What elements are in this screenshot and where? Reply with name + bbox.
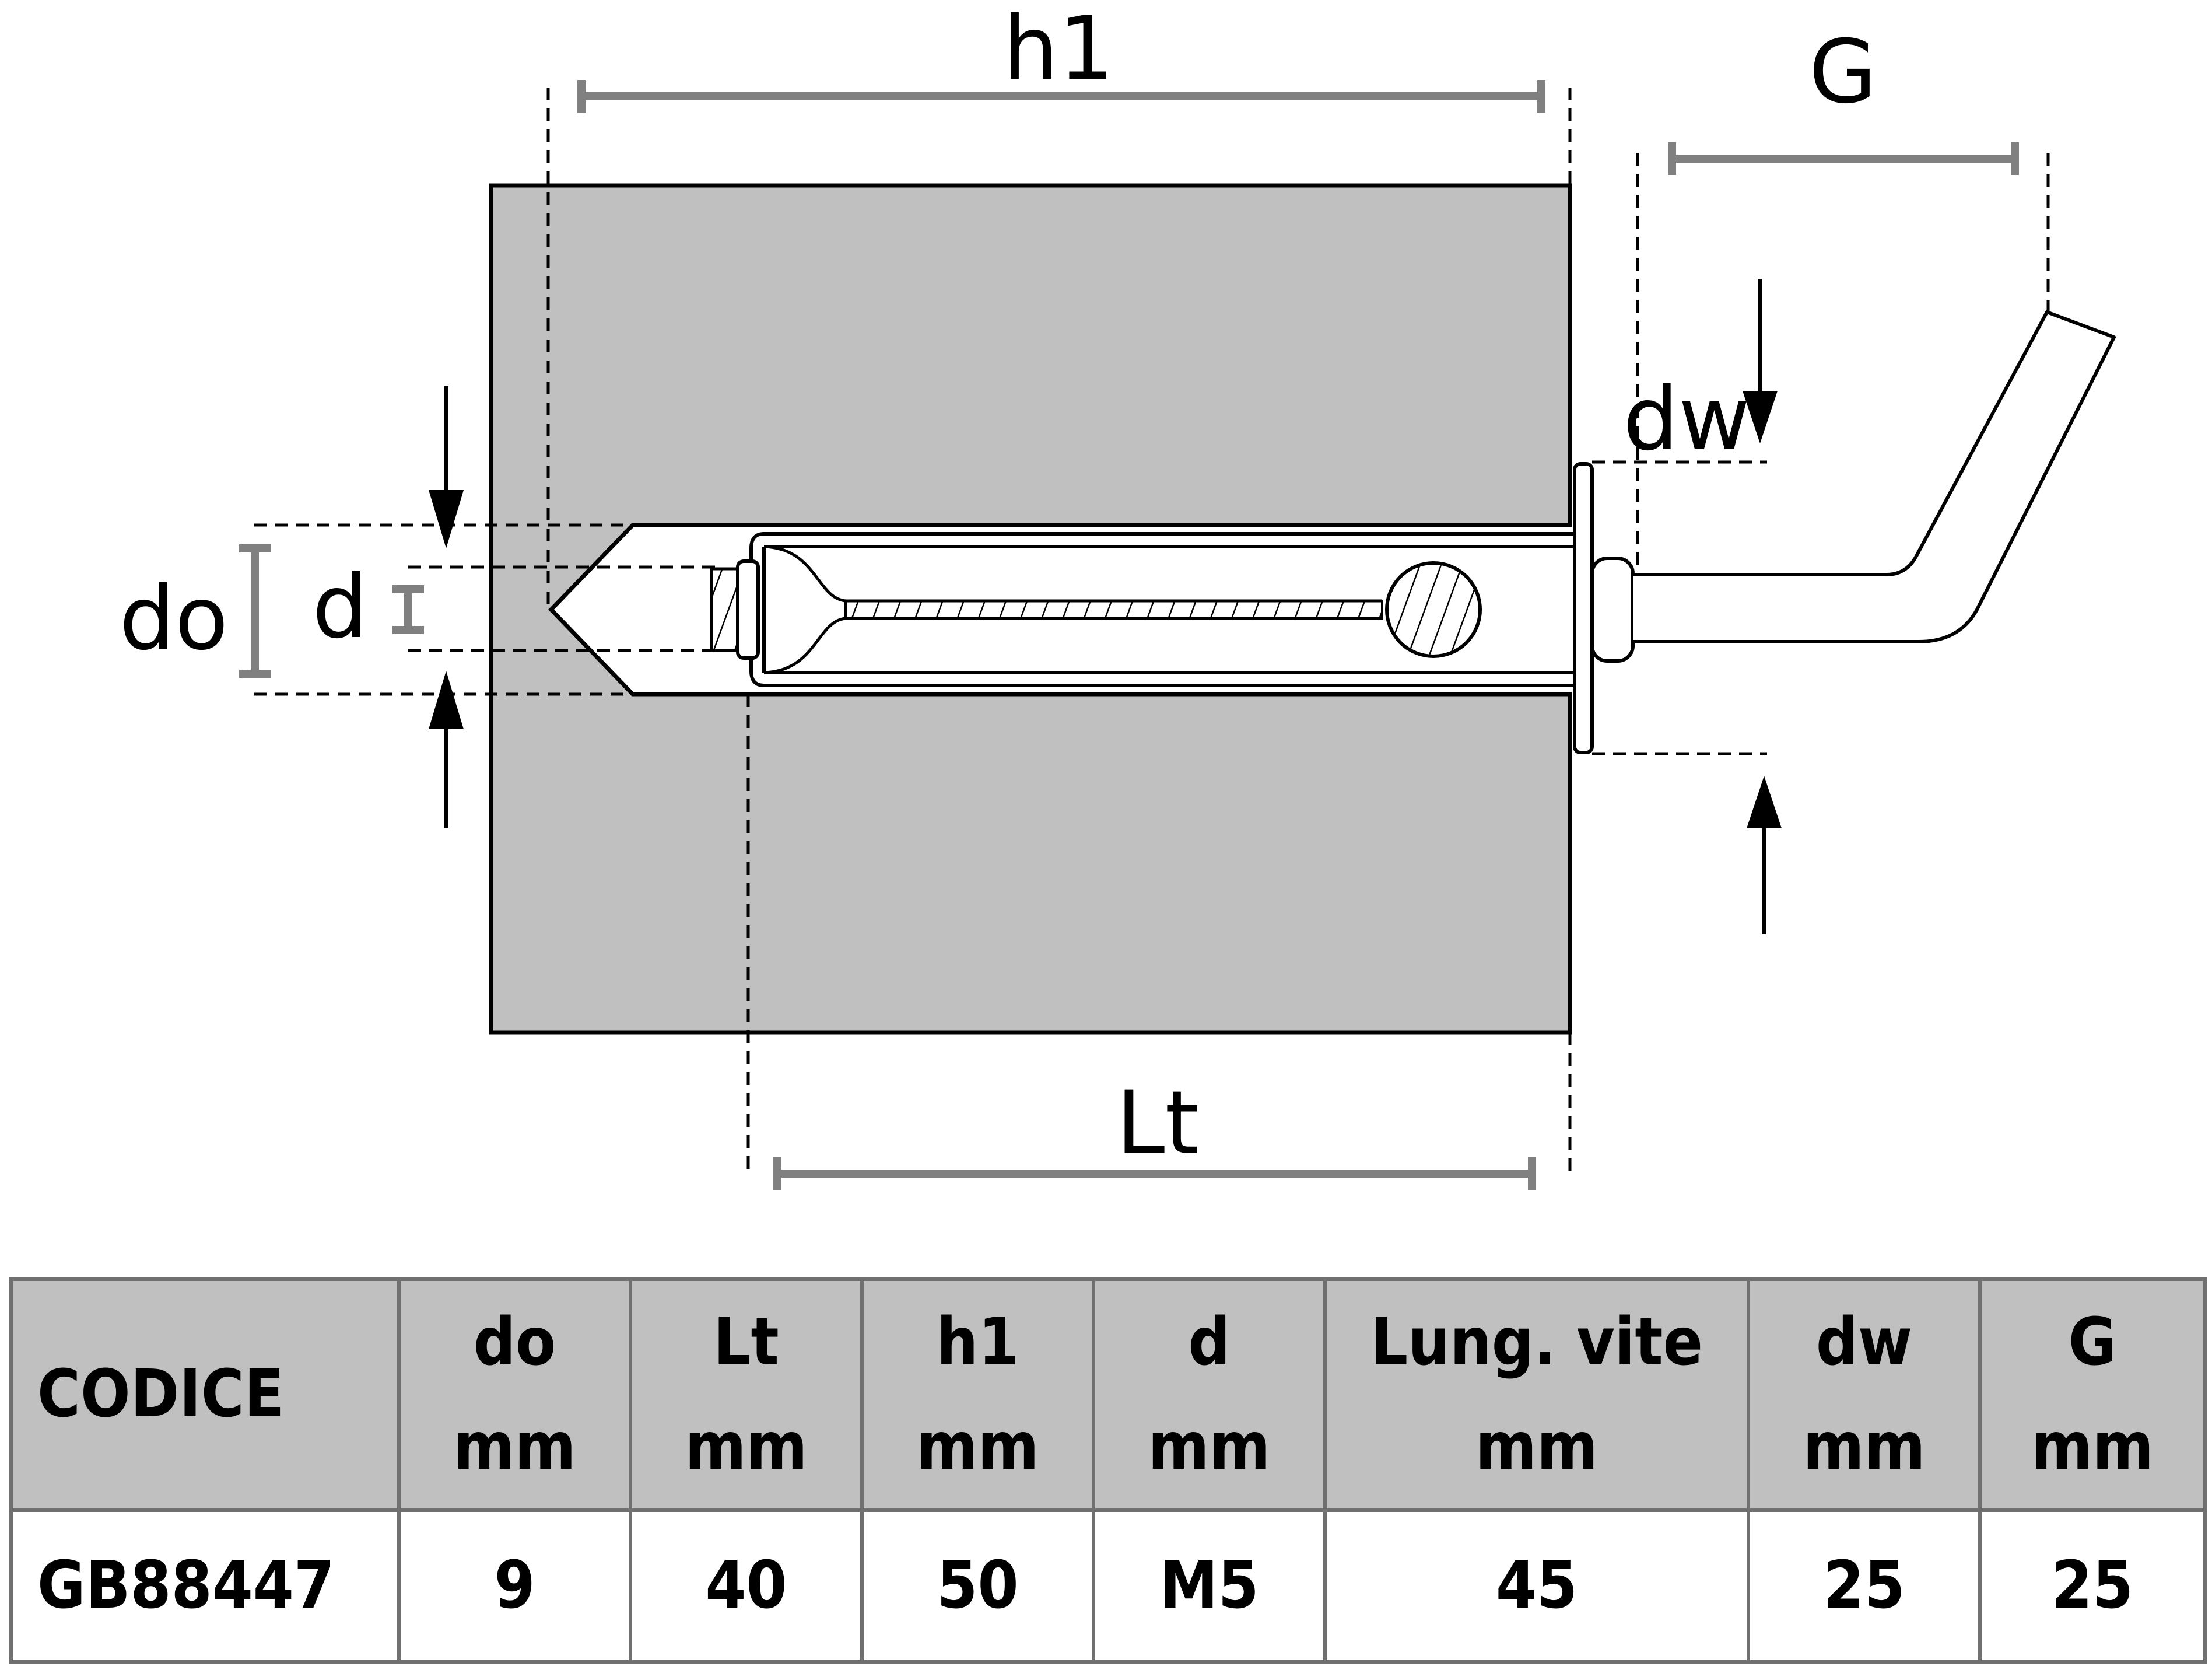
label-g: G [1809, 22, 1877, 123]
label-dw: dw [1623, 369, 1750, 470]
cell-do: 9 [397, 1508, 632, 1664]
dimension-lines [239, 80, 2019, 1190]
cell-codice: GB88447 [9, 1508, 401, 1664]
cell-lt: 40 [629, 1508, 864, 1664]
cell-lung-vite: 45 [1323, 1508, 1750, 1664]
label-do: do [120, 568, 229, 670]
cell-g: 25 [1978, 1508, 2207, 1664]
drill-hole [548, 523, 1570, 696]
anchor-diagram: h1 G dw do d Lt [120, 0, 2116, 1190]
label-lt: Lt [1116, 1073, 1199, 1174]
cell-dw: 25 [1747, 1508, 1982, 1664]
threaded-rod [710, 559, 1482, 660]
cell-d: M5 [1092, 1508, 1327, 1664]
cell-h1: 50 [860, 1508, 1095, 1664]
label-d: d [312, 556, 367, 658]
header-codice: CODICE [9, 1278, 401, 1512]
hook [1590, 310, 2116, 663]
table-row: GB88447 9 40 50 M5 45 25 25 [9, 1508, 2207, 1664]
label-h1: h1 [1003, 0, 1114, 100]
washer [1573, 462, 1594, 754]
arrows [429, 279, 1782, 935]
